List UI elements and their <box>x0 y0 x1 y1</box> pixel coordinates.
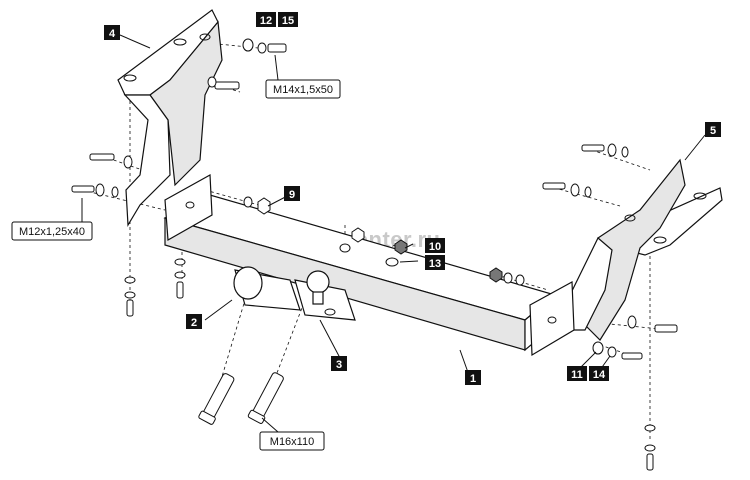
left-bracket <box>117 9 223 227</box>
part-label-4: 4 <box>104 25 120 40</box>
part-label-5: 5 <box>705 122 721 137</box>
spec-box-m14: M14x1,5x50 <box>265 79 341 99</box>
svg-text:11: 11 <box>571 369 583 381</box>
part-label-12: 12 <box>256 12 276 27</box>
part-label-11: 11 <box>567 366 587 381</box>
spec-box-m12: M12x1,25x40 <box>11 221 93 241</box>
svg-text:13: 13 <box>429 258 441 270</box>
part-label-9: 9 <box>284 186 300 201</box>
part-label-1: 1 <box>465 370 481 385</box>
svg-text:15: 15 <box>282 15 294 27</box>
svg-text:14: 14 <box>593 369 606 381</box>
svg-text:2: 2 <box>191 317 197 329</box>
svg-text:M12x1,25x40: M12x1,25x40 <box>19 226 85 238</box>
tow-ball-assembly <box>233 266 356 321</box>
part-label-3: 3 <box>331 356 347 371</box>
part-label-2: 2 <box>186 314 202 329</box>
svg-text:5: 5 <box>710 125 716 137</box>
svg-text:9: 9 <box>289 189 295 201</box>
part-label-10: 10 <box>425 238 445 253</box>
right-bracket <box>567 158 723 341</box>
svg-text:M14x1,5x50: M14x1,5x50 <box>273 84 333 96</box>
svg-text:1: 1 <box>470 373 476 385</box>
svg-text:12: 12 <box>260 15 272 27</box>
spec-box-m16: M16x110 <box>259 431 325 451</box>
svg-text:10: 10 <box>429 241 441 253</box>
hardware <box>71 38 678 471</box>
crossbar <box>163 174 575 357</box>
svg-text:3: 3 <box>336 359 342 371</box>
svg-text:M16x110: M16x110 <box>270 436 314 448</box>
part-label-14: 14 <box>589 366 609 381</box>
svg-text:4: 4 <box>109 28 116 40</box>
part-label-15: 15 <box>278 12 298 27</box>
leader-lines <box>81 34 706 433</box>
part-label-13: 13 <box>425 255 445 270</box>
